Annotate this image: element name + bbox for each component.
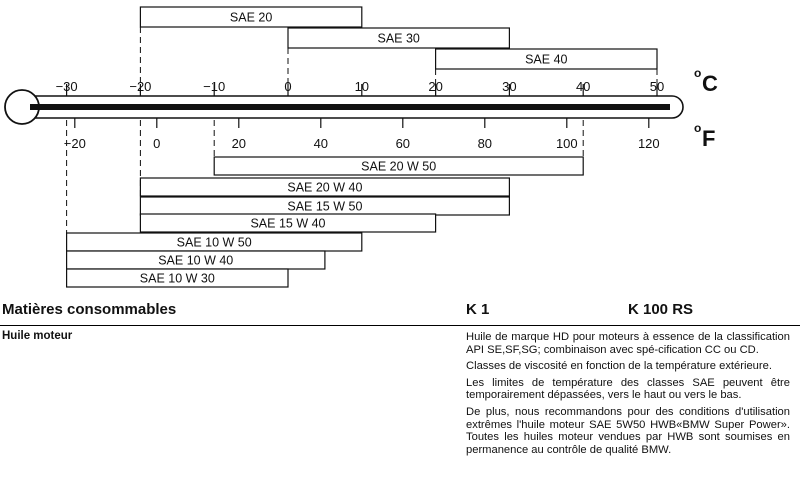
celsius-tick-label: −20 — [129, 79, 151, 94]
table-header: Matières consommables K 1 K 100 RS — [0, 301, 800, 323]
header-consumables: Matières consommables — [2, 301, 177, 318]
grade-band-label: SAE 15 W 50 — [287, 200, 362, 214]
grade-band-label: SAE 15 W 40 — [250, 217, 325, 231]
celsius-tick-label: 20 — [428, 79, 442, 94]
fahrenheit-tick-label: 0 — [153, 136, 160, 151]
fahrenheit-degree-symbol: o — [694, 121, 701, 135]
grade-band-label: SAE 20 — [230, 11, 272, 25]
grade-band-label: SAE 10 W 40 — [158, 254, 233, 268]
fahrenheit-tick-label: 40 — [314, 136, 328, 151]
grade-band-label: SAE 20 W 50 — [361, 160, 436, 174]
fahrenheit-tick-label: 100 — [556, 136, 578, 151]
engine-oil-notes: Huile de marque HD pour moteurs à essenc… — [466, 331, 790, 460]
grade-band — [139, 213, 437, 233]
fahrenheit-tick-label: 60 — [396, 136, 410, 151]
header-divider — [0, 325, 800, 326]
header-model-k100rs: K 100 RS — [628, 301, 694, 318]
grade-band — [435, 48, 658, 70]
fahrenheit-tick-label: 20 — [232, 136, 246, 151]
thermometer-mercury — [30, 104, 670, 110]
header-model-k1: K 1 — [466, 301, 490, 318]
celsius-degree-symbol: o — [694, 66, 701, 80]
celsius-unit-label: C — [702, 71, 718, 96]
celsius-tick-label: 0 — [284, 79, 291, 94]
grade-band — [139, 6, 363, 28]
celsius-tick-label: 50 — [650, 79, 664, 94]
fahrenheit-tick-label: 80 — [478, 136, 492, 151]
grade-band — [213, 156, 584, 176]
note-paragraph: Les limites de température des classes S… — [466, 376, 790, 402]
celsius-tick-label: 10 — [355, 79, 369, 94]
fahrenheit-tick-label: 120 — [638, 136, 660, 151]
fahrenheit-tick-label: −20 — [64, 136, 86, 151]
grade-band-label: SAE 20 W 40 — [287, 181, 362, 195]
note-paragraph: De plus, nous recommandons pour des cond… — [466, 405, 790, 456]
thermometer-tip — [671, 95, 684, 119]
row-label-engine-oil: Huile moteur — [2, 330, 73, 342]
grade-band — [287, 27, 510, 49]
celsius-tick-label: 40 — [576, 79, 590, 94]
celsius-tick-label: −30 — [56, 79, 78, 94]
grade-band-label: SAE 10 W 30 — [140, 272, 215, 286]
grade-band — [65, 268, 289, 288]
celsius-tick-label: 30 — [502, 79, 516, 94]
celsius-tick-label: −10 — [203, 79, 225, 94]
grade-band-label: SAE 30 — [378, 32, 420, 46]
note-paragraph: Huile de marque HD pour moteurs à essenc… — [466, 331, 790, 356]
fahrenheit-unit-label: F — [702, 126, 715, 151]
grade-band — [139, 177, 510, 197]
grade-band-label: SAE 40 — [525, 53, 567, 67]
note-paragraph: Classes de viscosité en fonction de la t… — [466, 360, 772, 373]
grade-band-label: SAE 10 W 50 — [177, 236, 252, 250]
